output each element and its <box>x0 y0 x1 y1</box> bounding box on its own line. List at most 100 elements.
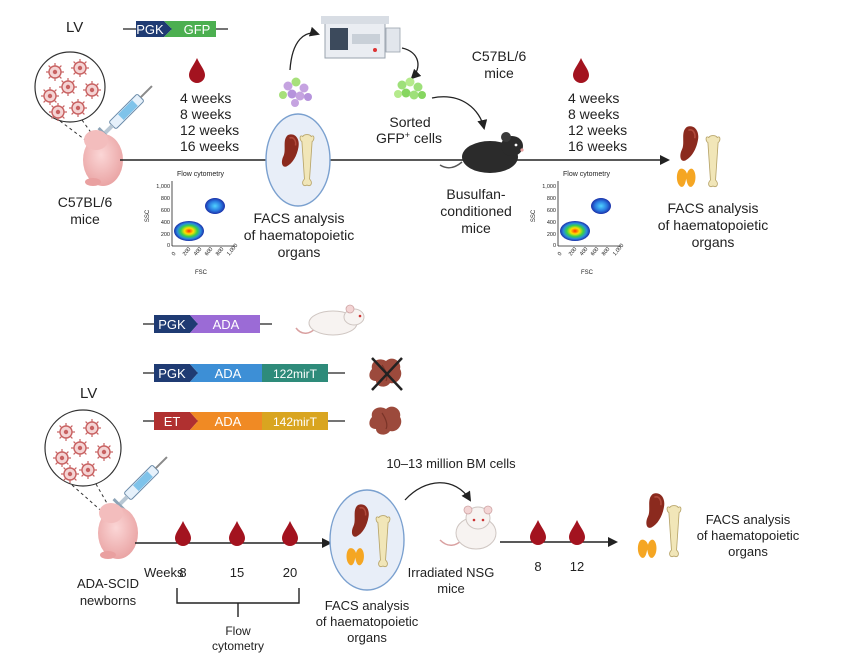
top-blood-drop-icon-1 <box>189 58 205 83</box>
bottom-facs-label-2: FACS analysis of haematopoietic organs <box>697 512 800 559</box>
top-donor-label-2: mice <box>70 211 100 227</box>
flow-xtick: 1,000 <box>226 243 239 257</box>
flow-ylabel: SSC <box>531 209 537 222</box>
black-mouse-icon <box>439 132 524 173</box>
bottom-construct-et-ada-142mirt: ET ADA 142mirT <box>143 412 345 430</box>
sorted-sup: + <box>405 130 410 140</box>
liver-icon <box>368 405 402 436</box>
construct-mirt-label: 142mirT <box>273 415 318 429</box>
flow-label-line: cytometry <box>212 639 264 653</box>
flow-ytick: 800 <box>547 196 556 202</box>
flow-plot-title: Flow cytometry <box>177 171 225 178</box>
recipient-line: mice <box>461 220 491 236</box>
top-gfp-label: GFP <box>184 22 211 37</box>
facs-line: organs <box>728 544 768 559</box>
flow-ylabel: SSC <box>145 209 151 222</box>
bottom-blood-drop-icon <box>569 520 585 545</box>
facs-line: of haematopoietic <box>244 227 355 243</box>
nsg-label-2: mice <box>437 581 464 596</box>
top-timepoints-1: 4 weeks 8 weeks 12 weeks 16 weeks <box>180 90 239 154</box>
flow-bracket <box>176 588 300 617</box>
top-recipient-label: Busulfan- conditioned mice <box>440 186 512 236</box>
bottom-blood-drop-icon <box>282 521 298 546</box>
facs-line: organs <box>692 234 735 250</box>
bottom-lv-label: LV <box>80 385 97 402</box>
flow-xtick: 400 <box>579 246 590 257</box>
arrow-to-nsg-mouse <box>404 482 472 502</box>
flow-ytick: 200 <box>161 232 170 238</box>
construct-promoter-label: ET <box>164 414 181 429</box>
top-organs-icon <box>676 125 721 188</box>
bottom-facs-ellipse <box>329 489 405 591</box>
cell-sorter-icon <box>321 16 401 59</box>
bottom-blood-drop-icon <box>175 521 191 546</box>
flow-ytick: 1,000 <box>542 184 556 190</box>
flow-ytick: 400 <box>547 220 556 226</box>
construct-mirt-label: 122mirT <box>273 367 318 381</box>
top-pgk-label: PGK <box>136 22 164 37</box>
sorted-label-2: GFP+ cells <box>376 130 442 146</box>
construct-promoter-label: PGK <box>158 317 186 332</box>
nsg-label-1: Irradiated NSG <box>408 565 495 580</box>
flow-xtick: 800 <box>215 246 226 257</box>
flow-ytick: 0 <box>553 243 556 249</box>
top-construct-pgk-gfp: PGK GFP <box>123 21 228 37</box>
construct-gene-label: ADA <box>215 414 242 429</box>
flow-ytick: 1,000 <box>156 184 170 190</box>
top-flow-plot-1: Flow cytometry 1,000 800 600 400 200 0 S… <box>145 171 239 276</box>
bottom-facs-label-1: FACS analysis of haematopoietic organs <box>316 598 419 645</box>
flow-xtick: 200 <box>182 246 193 257</box>
flow-xtick: 800 <box>601 246 612 257</box>
week-value: 12 <box>570 559 584 574</box>
week-value: 8 <box>179 565 186 580</box>
facs-line: FACS analysis <box>706 512 791 527</box>
construct-gene-label: ADA <box>213 317 240 332</box>
bottom-virus-inset <box>44 409 122 516</box>
top-timepoint: 4 weeks <box>180 90 231 106</box>
facs-line: of haematopoietic <box>697 528 800 543</box>
sorted-cells: cells <box>410 130 442 146</box>
bottom-blood-drop-icon <box>530 520 546 545</box>
flow-xlabel: FSC <box>195 270 208 276</box>
facs-line: FACS analysis <box>253 210 344 226</box>
flow-ytick: 200 <box>547 232 556 238</box>
flow-plot-title: Flow cytometry <box>563 171 611 178</box>
flow-xtick: 200 <box>568 246 579 257</box>
top-timepoint: 8 weeks <box>568 106 619 122</box>
top-pup-icon <box>83 130 123 186</box>
top-timepoint: 8 weeks <box>180 106 231 122</box>
bottom-pup-icon <box>98 503 138 559</box>
top-recipient-strain-2: mice <box>484 65 514 81</box>
gfp-gene-shape <box>164 21 216 37</box>
bottom-construct-pgk-ada: PGK ADA <box>143 315 272 333</box>
sorted-gfp: GFP <box>376 130 405 146</box>
arrow-to-mouse <box>431 96 488 130</box>
facs-line: of haematopoietic <box>658 217 769 233</box>
flow-label-line: Flow <box>225 624 251 638</box>
facs-line: organs <box>278 244 321 260</box>
flow-xtick: 600 <box>204 246 215 257</box>
bottom-construct-pgk-ada-122mirt: PGK ADA 122mirT <box>143 364 345 382</box>
facs-line: organs <box>347 630 387 645</box>
bottom-blood-drop-icon <box>229 521 245 546</box>
newborn-label-2: newborns <box>80 593 137 608</box>
top-flow-plot-2: Flow cytometry 1,000 800 600 400 200 0 S… <box>531 171 625 276</box>
top-lv-label: LV <box>66 19 83 36</box>
construct-gene-label: ADA <box>215 366 242 381</box>
flow-ytick: 600 <box>547 208 556 214</box>
bottom-organs-icon <box>637 492 682 558</box>
bm-cells-label: 10–13 million BM cells <box>386 456 516 471</box>
sorted-label-1: Sorted <box>389 114 430 130</box>
recipient-line: Busulfan- <box>446 186 505 202</box>
top-facs-label-2: FACS analysis of haematopoietic organs <box>658 200 769 250</box>
white-mouse-icon <box>295 304 365 336</box>
top-virus-inset <box>34 51 106 149</box>
recipient-line: conditioned <box>440 203 512 219</box>
top-timepoint: 4 weeks <box>568 90 619 106</box>
top-blood-drop-icon-2 <box>573 58 589 83</box>
top-facs-label-1: FACS analysis of haematopoietic organs <box>244 210 355 260</box>
newborn-label-1: ADA-SCID <box>77 576 139 591</box>
facs-line: of haematopoietic <box>316 614 419 629</box>
arrow-from-sorter <box>401 47 422 80</box>
